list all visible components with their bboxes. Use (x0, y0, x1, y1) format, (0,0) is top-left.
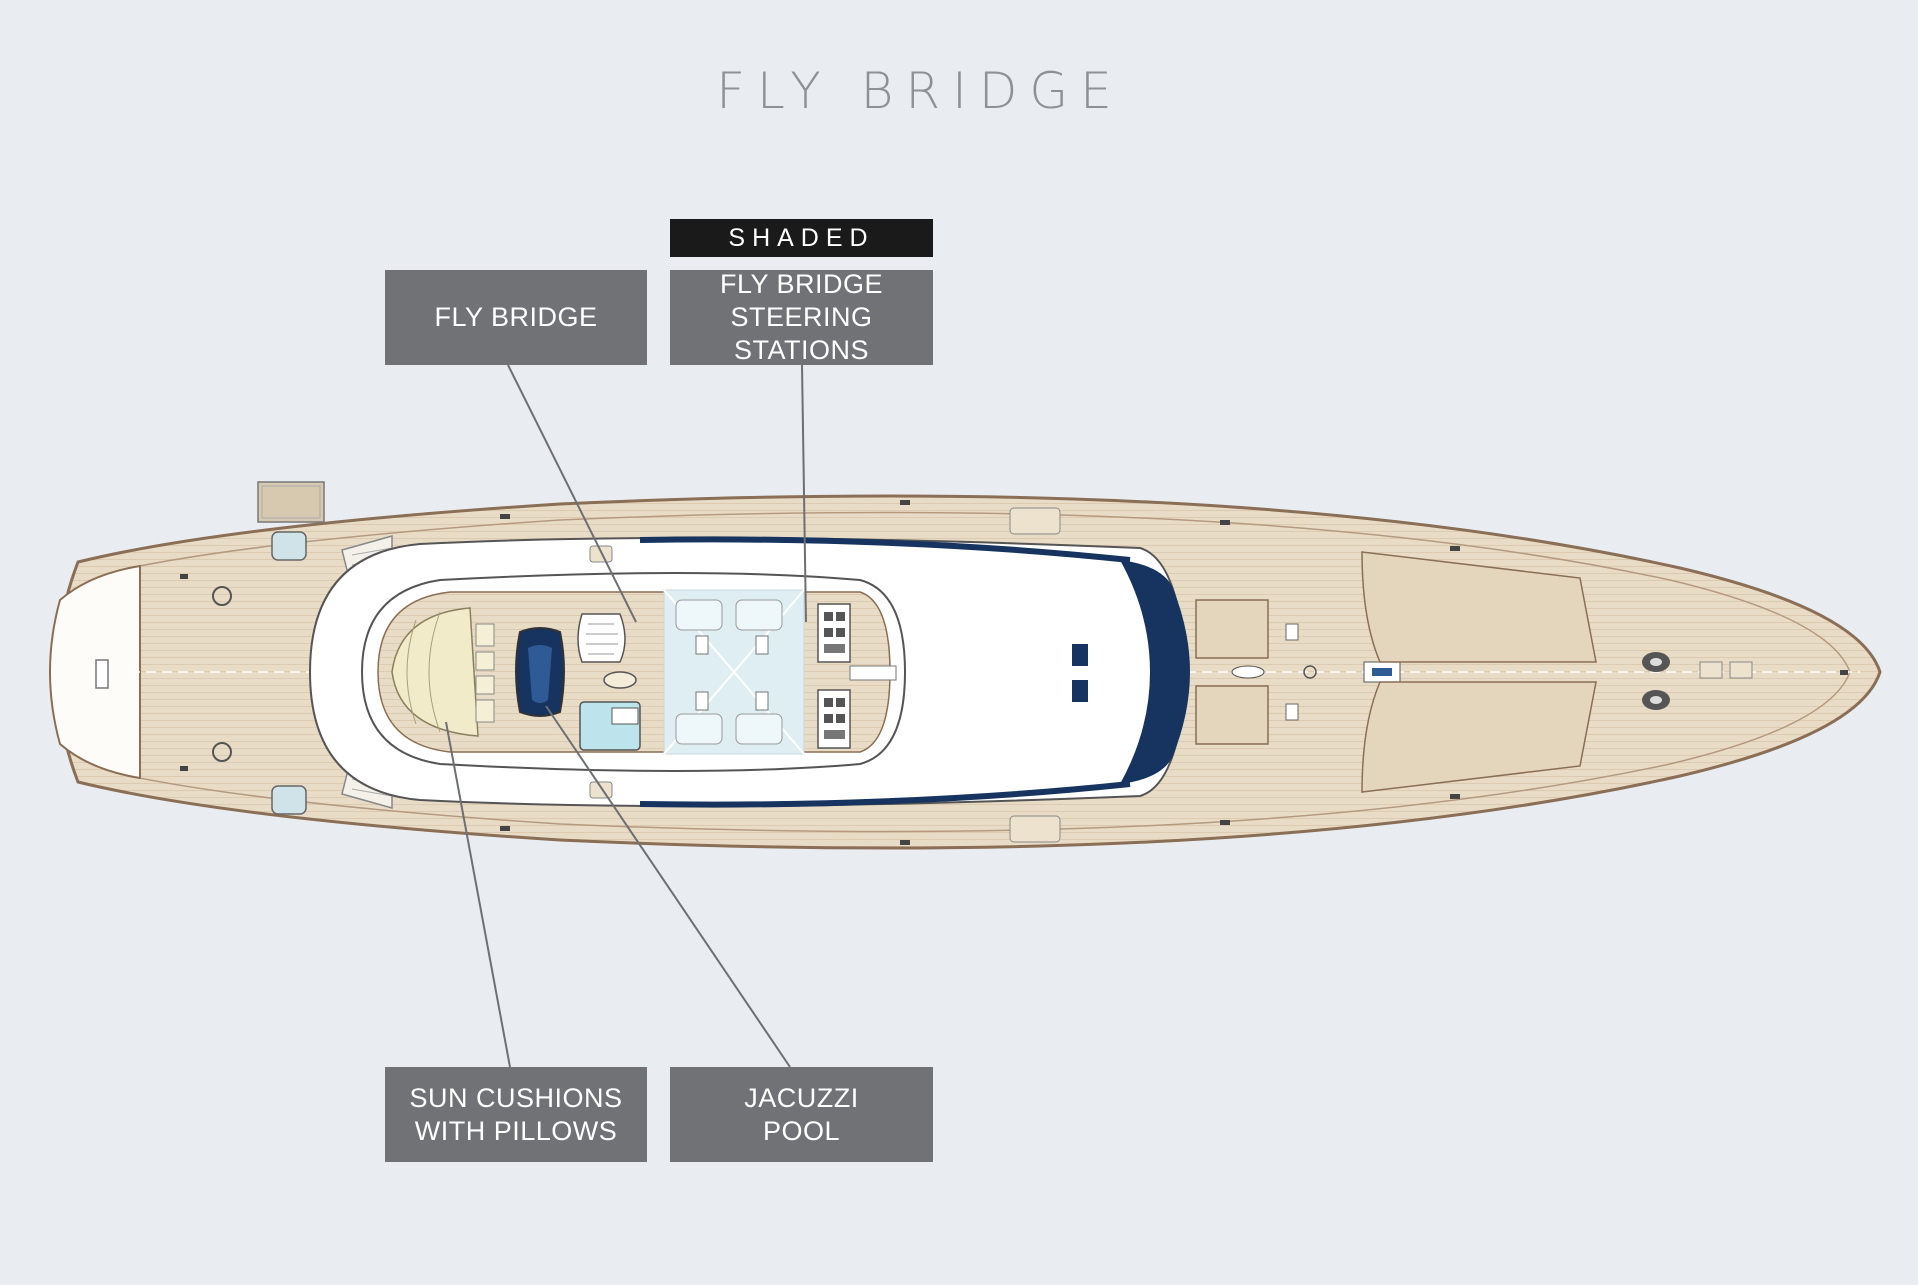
stern-hatch (95, 659, 109, 689)
passerelle-deck (261, 485, 321, 519)
lounge-seat-1 (675, 599, 723, 631)
side-box-stbd-2 (1009, 815, 1061, 843)
foredeck-hatch (1231, 665, 1265, 679)
pillow-1 (475, 623, 495, 647)
winch-stbd-aft (212, 742, 232, 762)
bow-sunbed-port (1361, 551, 1597, 663)
navy-trim-bottom (639, 781, 1131, 808)
lounge-seat-2 (735, 599, 783, 631)
side-box-stbd-1 (589, 781, 613, 799)
side-box-port-1 (589, 545, 613, 563)
console-bridge (849, 665, 897, 681)
side-box-port-2 (1009, 507, 1061, 535)
pillow-4 (475, 699, 495, 723)
pillow-3 (475, 675, 495, 695)
navy-arc (1120, 560, 1190, 784)
pillow-2 (475, 651, 495, 671)
leader-steering (801, 364, 807, 623)
winch-port-aft (212, 586, 232, 606)
label-steering-stations: FLY BRIDGE STEERING STATIONS (670, 269, 933, 365)
label-sun-cushions: SUN CUSHIONS WITH PILLOWS (385, 1067, 647, 1162)
lounge-seat-3 (675, 713, 723, 745)
windlass-port (1642, 652, 1670, 672)
windlass-stbd (1642, 690, 1670, 710)
stern-garage (49, 564, 141, 780)
steering-console-port (817, 603, 851, 663)
navy-trim-top (639, 536, 1131, 563)
skylight-2 (1072, 680, 1088, 702)
label-jacuzzi-pool: JACUZZI POOL (670, 1067, 933, 1162)
cocktail-table (603, 671, 637, 689)
bow-sunbed-stbd (1361, 681, 1597, 793)
page-title: FLY BRIDGE (716, 62, 1124, 120)
spiral-stair (577, 613, 626, 663)
leader-sun-cushions (445, 721, 511, 1068)
leader-jacuzzi (545, 705, 791, 1068)
hatch-stbd (271, 785, 307, 815)
skylight-1 (1072, 644, 1088, 666)
leader-fly-bridge (507, 364, 637, 623)
foredeck-pad-2 (1195, 685, 1269, 745)
rail-cleats (180, 500, 1848, 845)
shaded-tag: SHADED (670, 219, 933, 257)
passerelle (257, 481, 325, 523)
hatch-port (271, 531, 307, 561)
steering-console-stbd (817, 689, 851, 749)
foredeck-pad-1 (1195, 599, 1269, 659)
foredeck-winch (1303, 665, 1317, 679)
lounge-seat-4 (735, 713, 783, 745)
label-fly-bridge: FLY BRIDGE (385, 270, 647, 365)
